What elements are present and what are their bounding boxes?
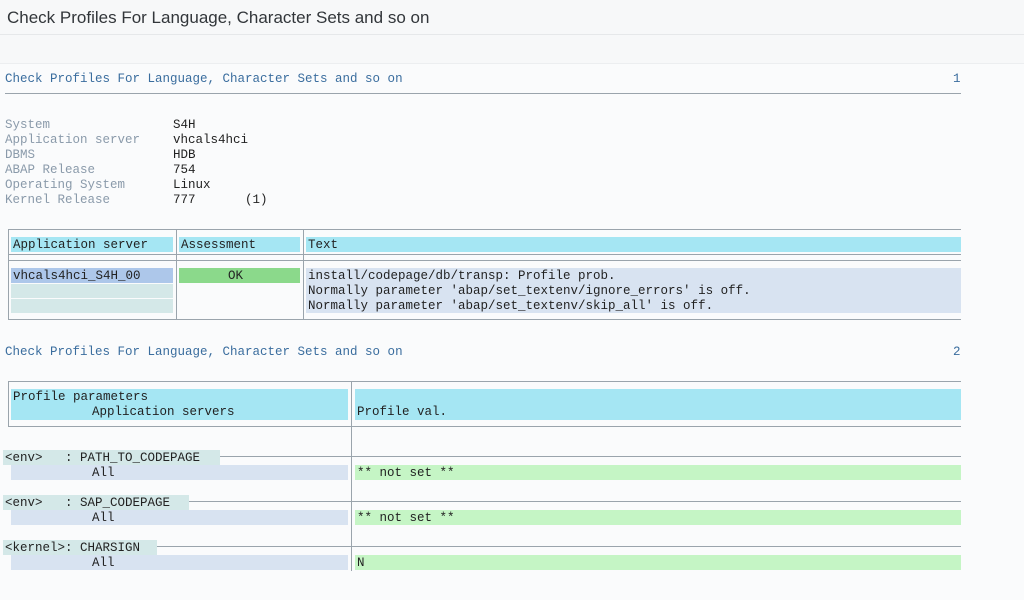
column-header-assessment[interactable]: Assessment	[181, 238, 257, 252]
kernel-release-footnote[interactable]: (1)	[245, 193, 268, 207]
group-3-value: N	[357, 556, 365, 570]
label-system: System	[5, 118, 51, 132]
report-content: Check Profiles For Language, Character S…	[0, 64, 1024, 600]
value-application-server: vhcals4hci	[173, 133, 249, 147]
group-1-value: ** not set **	[357, 466, 455, 480]
group-label-charsign[interactable]: <kernel>: CHARSIGN	[5, 541, 141, 555]
label-abap-release: ABAP Release	[5, 163, 96, 177]
group-2-value: ** not set **	[357, 511, 455, 525]
label-dbms: DBMS	[5, 148, 36, 162]
group-2-server[interactable]: All	[92, 511, 115, 525]
column-header-application-server[interactable]: Application server	[13, 238, 149, 252]
section-1-heading: Check Profiles For Language, Character S…	[5, 72, 403, 86]
section-1-divider	[5, 93, 961, 94]
value-operating-system: Linux	[173, 178, 211, 192]
text-line-2: Normally parameter 'abap/set_textenv/ign…	[308, 284, 751, 298]
label-operating-system: Operating System	[5, 178, 126, 192]
assessment-status-text: OK	[228, 269, 244, 283]
group-label-path-to-codepage[interactable]: <env> : PATH_TO_CODEPAGE	[5, 451, 201, 465]
value-abap-release: 754	[173, 163, 196, 177]
value-system: S4H	[173, 118, 196, 132]
label-kernel-release: Kernel Release	[5, 193, 111, 207]
window-title: Check Profiles For Language, Character S…	[7, 8, 430, 27]
column-header-profile-parameters[interactable]: Profile parameters	[13, 390, 149, 404]
column-header-application-servers[interactable]: Application servers	[92, 405, 235, 419]
toolbar	[0, 35, 1024, 64]
column-header-text[interactable]: Text	[308, 238, 339, 252]
group-label-sap-codepage[interactable]: <env> : SAP_CODEPAGE	[5, 496, 171, 510]
value-kernel-release: 777	[173, 193, 196, 207]
section-1-page-number: 1	[953, 72, 961, 86]
text-line-3: Normally parameter 'abap/set_textenv/ski…	[308, 299, 714, 313]
section-2-page-number: 2	[953, 345, 961, 359]
server-cell[interactable]: vhcals4hci_S4H_00	[13, 269, 141, 283]
label-application-server: Application server	[5, 133, 141, 147]
text-line-1: install/codepage/db/transp: Profile prob…	[308, 269, 616, 283]
group-3-server[interactable]: All	[92, 556, 115, 570]
value-dbms: HDB	[173, 148, 196, 162]
assessment-status-badge	[179, 268, 300, 283]
column-header-profile-value[interactable]: Profile val.	[357, 405, 448, 419]
section-2-heading: Check Profiles For Language, Character S…	[5, 345, 403, 359]
title-bar: Check Profiles For Language, Character S…	[0, 0, 1024, 35]
group-1-server[interactable]: All	[92, 466, 115, 480]
